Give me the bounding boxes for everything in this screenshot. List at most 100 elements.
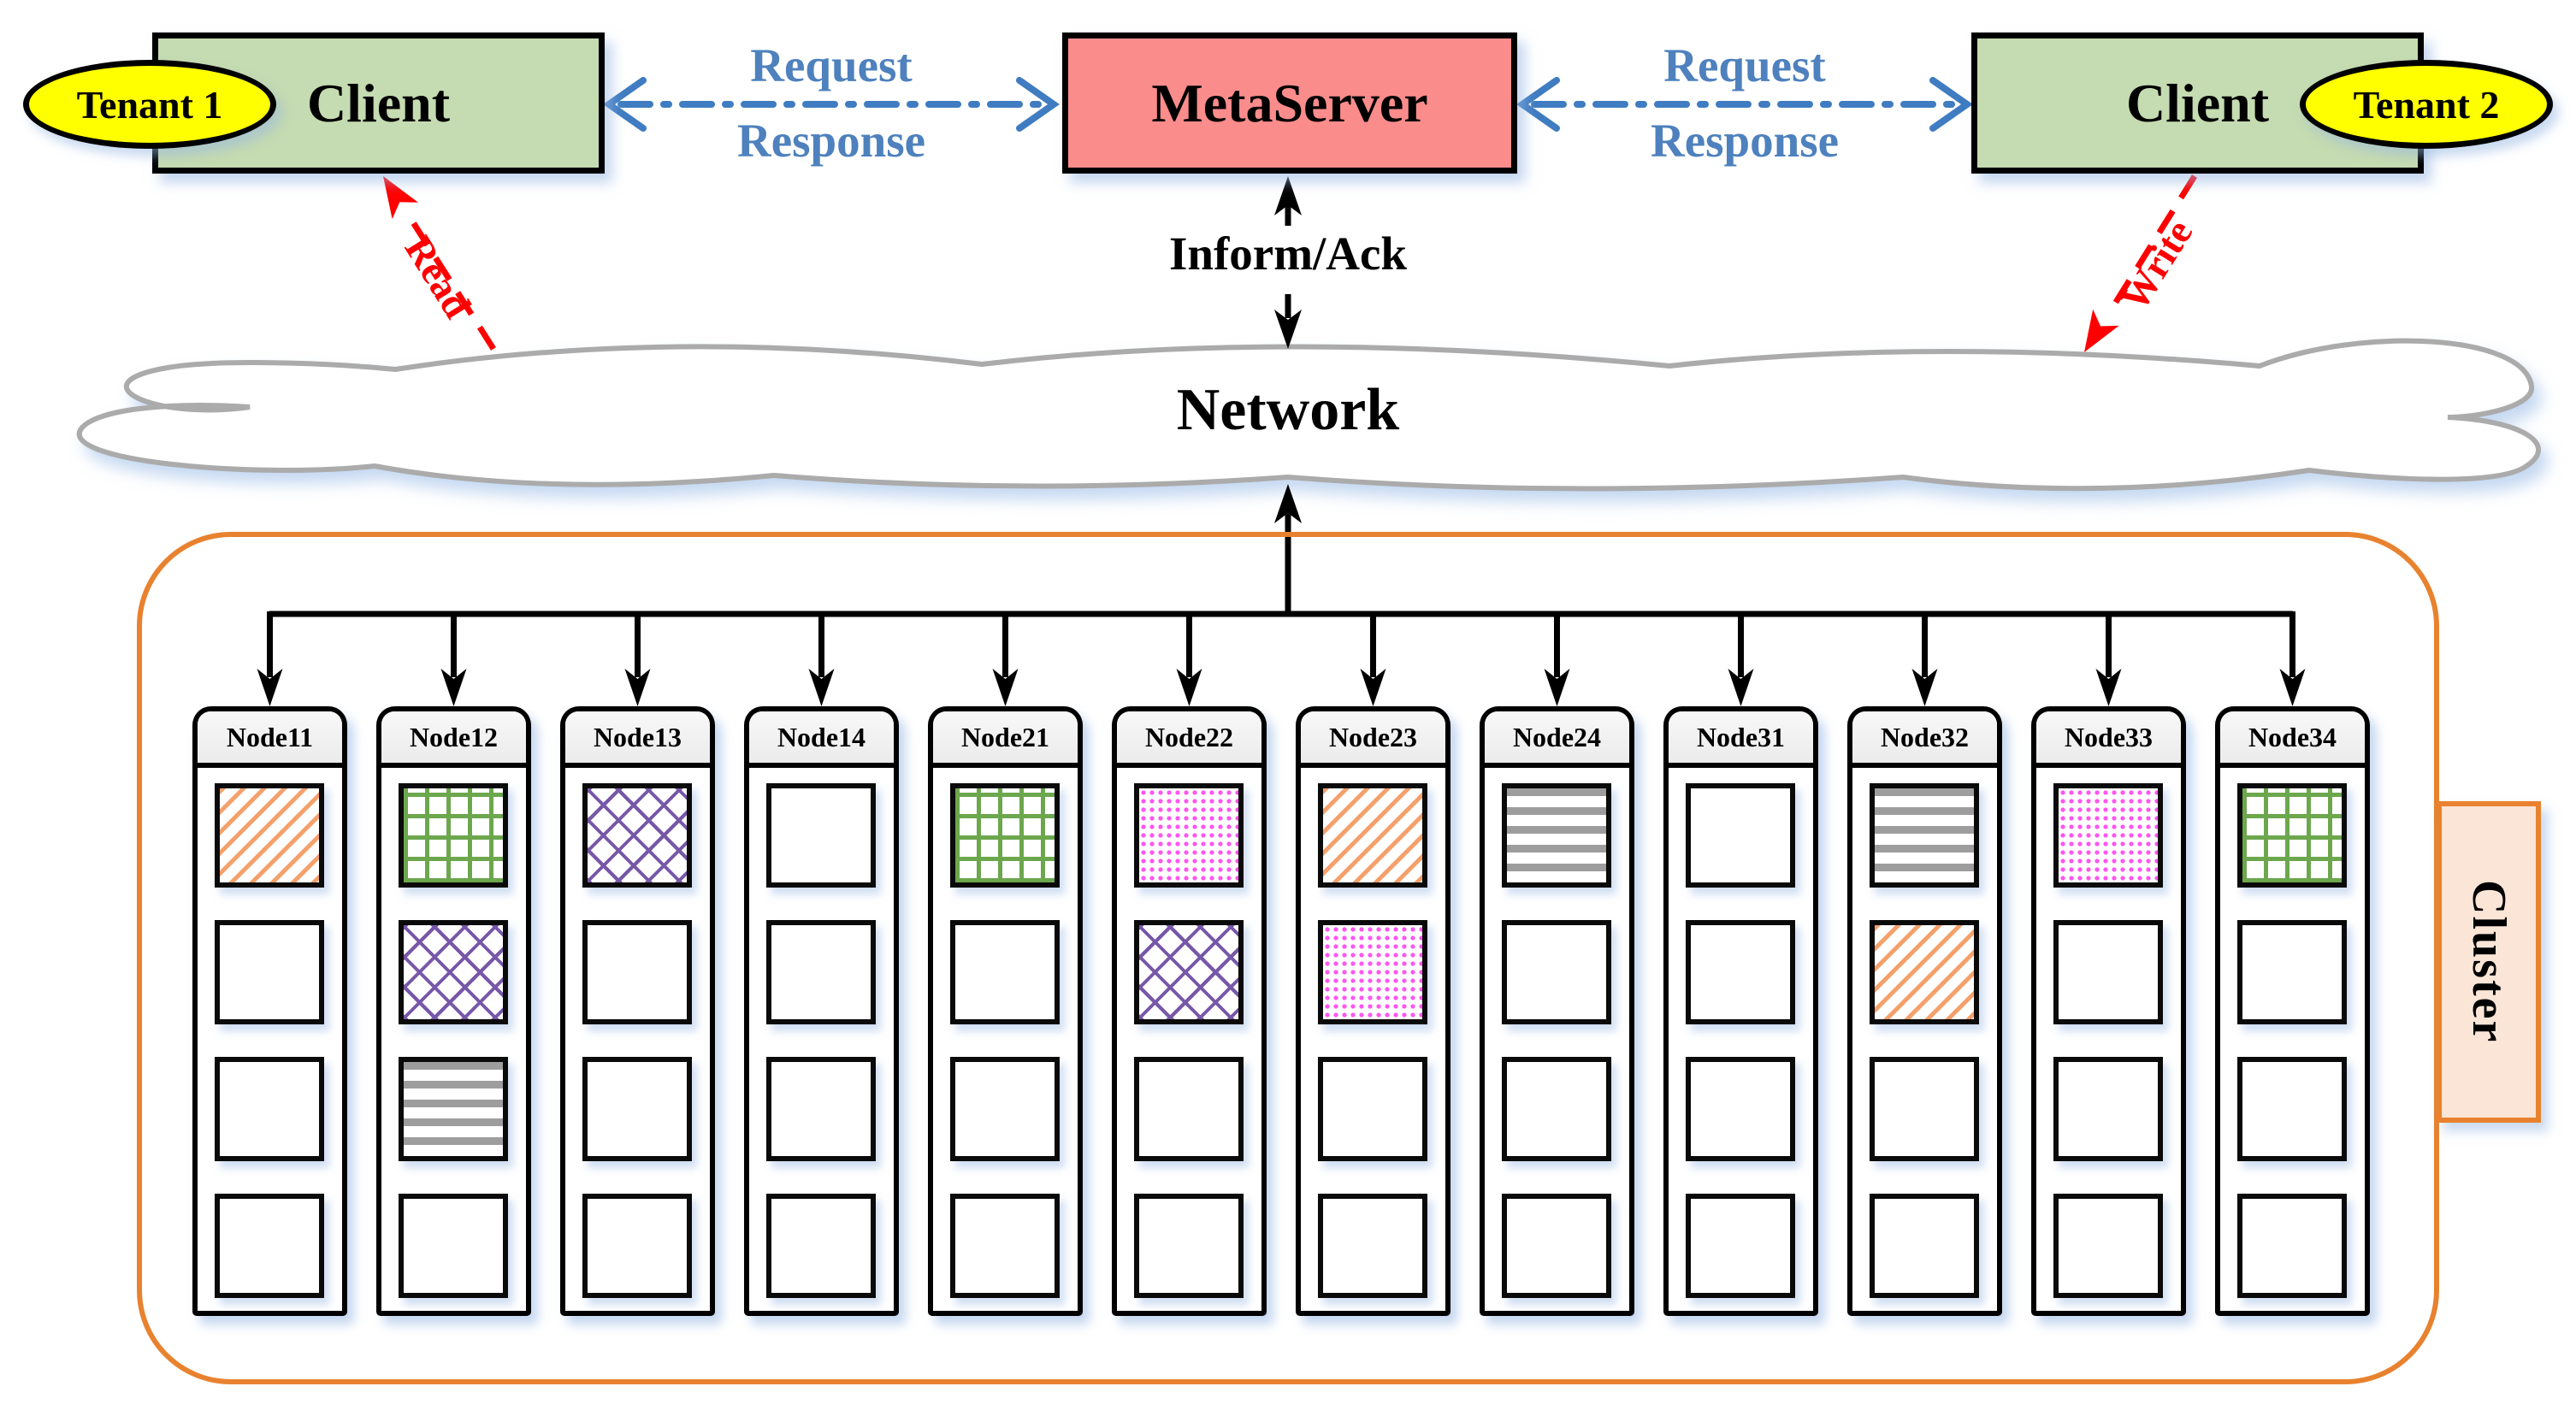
node-drop-arrowhead bbox=[808, 669, 835, 706]
data-block-orange-diagonal-stripes bbox=[215, 783, 324, 888]
data-block-gray-horizontal-stripes bbox=[1870, 783, 1979, 888]
node-label: Node12 bbox=[381, 711, 526, 768]
request-label-left: Request bbox=[750, 39, 913, 91]
node-label: Node11 bbox=[198, 711, 342, 768]
tenant1-ellipse: Tenant 1 bbox=[23, 60, 276, 149]
node-column: Node23 bbox=[1296, 706, 1450, 1316]
empty-slot bbox=[1502, 1194, 1611, 1298]
node-label: Node32 bbox=[1852, 711, 1997, 768]
node-label: Node34 bbox=[2220, 711, 2365, 768]
network-label: Network bbox=[1176, 377, 1400, 443]
node-column: Node13 bbox=[560, 706, 715, 1316]
request-response-arrow-left bbox=[603, 77, 1060, 132]
data-block-green-grid bbox=[399, 783, 508, 888]
tenant1-label: Tenant 1 bbox=[76, 82, 223, 127]
node-column: Node34 bbox=[2215, 706, 2370, 1316]
empty-slot bbox=[2237, 1194, 2347, 1298]
empty-slot bbox=[399, 1194, 508, 1298]
node-drop-arrowhead bbox=[1176, 669, 1202, 706]
node-drop-arrowhead bbox=[2279, 669, 2306, 706]
data-block-green-grid bbox=[950, 783, 1060, 888]
empty-slot bbox=[1686, 1194, 1795, 1298]
empty-slot bbox=[766, 783, 876, 888]
node-column: Node11 bbox=[192, 706, 347, 1316]
empty-slot bbox=[2053, 1057, 2163, 1161]
node-label: Node33 bbox=[2036, 711, 2181, 768]
node-drop-arrowhead bbox=[257, 669, 283, 706]
empty-slot bbox=[2053, 920, 2163, 1024]
empty-slot bbox=[1318, 1194, 1427, 1298]
empty-slot bbox=[1502, 920, 1611, 1024]
data-block-magenta-dots bbox=[1134, 783, 1244, 888]
empty-slot bbox=[1870, 1057, 1979, 1161]
node-drop-arrowhead bbox=[992, 669, 1019, 706]
data-block-purple-diamond-lattice bbox=[1134, 920, 1244, 1024]
node-column: Node12 bbox=[376, 706, 531, 1316]
node-label: Node23 bbox=[1301, 711, 1445, 768]
node-drop-arrowhead bbox=[2095, 669, 2122, 706]
empty-slot bbox=[215, 920, 324, 1024]
cluster-label-tab: Cluster bbox=[2437, 801, 2541, 1123]
node-column: Node14 bbox=[744, 706, 899, 1316]
empty-slot bbox=[1686, 1057, 1795, 1161]
node-drop-arrowhead bbox=[1360, 669, 1386, 706]
write-arrow bbox=[2084, 174, 2197, 352]
node-column: Node24 bbox=[1480, 706, 1634, 1316]
empty-slot bbox=[2237, 1057, 2347, 1161]
empty-slot bbox=[1134, 1057, 1244, 1161]
node-label: Node24 bbox=[1485, 711, 1629, 768]
node-column: Node22 bbox=[1112, 706, 1267, 1316]
empty-slot bbox=[766, 1194, 876, 1298]
node-label: Node14 bbox=[749, 711, 894, 768]
node-drop-arrowhead bbox=[1544, 669, 1570, 706]
node-label: Node13 bbox=[565, 711, 710, 768]
node-label: Node31 bbox=[1669, 711, 1813, 768]
empty-slot bbox=[215, 1057, 324, 1161]
cluster-label: Cluster bbox=[2462, 880, 2515, 1044]
data-block-magenta-dots bbox=[1318, 920, 1427, 1024]
inform-ack-arrows bbox=[1274, 176, 1302, 349]
cluster-distribution-tree bbox=[257, 484, 2306, 706]
data-block-purple-diamond-lattice bbox=[399, 920, 508, 1024]
metaserver-box: MetaServer bbox=[1062, 32, 1517, 174]
data-block-orange-diagonal-stripes bbox=[1870, 920, 1979, 1024]
node-column: Node33 bbox=[2031, 706, 2186, 1316]
network-cloud-shape bbox=[76, 338, 2541, 492]
node-drop-arrowhead bbox=[440, 669, 467, 706]
response-label-left: Response bbox=[736, 115, 926, 167]
data-block-magenta-dots bbox=[2053, 783, 2163, 888]
empty-slot bbox=[1686, 783, 1795, 888]
request-response-arrow-right bbox=[1516, 77, 1973, 132]
node-label: Node21 bbox=[933, 711, 1078, 768]
empty-slot bbox=[1134, 1194, 1244, 1298]
empty-slot bbox=[582, 1194, 692, 1298]
node-column: Node32 bbox=[1847, 706, 2002, 1316]
node-column: Node21 bbox=[928, 706, 1083, 1316]
empty-slot bbox=[950, 920, 1060, 1024]
data-block-green-grid bbox=[2237, 783, 2347, 888]
empty-slot bbox=[766, 1057, 876, 1161]
client-right-label: Client bbox=[2125, 72, 2270, 133]
empty-slot bbox=[1686, 920, 1795, 1024]
response-label-right: Response bbox=[1650, 115, 1840, 167]
node-drop-arrowhead bbox=[1728, 669, 1754, 706]
request-label-right: Request bbox=[1663, 39, 1826, 91]
node-drop-arrowhead bbox=[624, 669, 651, 706]
data-block-gray-horizontal-stripes bbox=[399, 1057, 508, 1161]
empty-slot bbox=[2053, 1194, 2163, 1298]
tenant2-ellipse: Tenant 2 bbox=[2300, 60, 2553, 149]
data-block-purple-diamond-lattice bbox=[582, 783, 692, 888]
empty-slot bbox=[766, 920, 876, 1024]
tenant2-label: Tenant 2 bbox=[2353, 82, 2500, 127]
empty-slot bbox=[950, 1057, 1060, 1161]
empty-slot bbox=[582, 920, 692, 1024]
client-left-label: Client bbox=[306, 72, 451, 133]
node-column: Node31 bbox=[1663, 706, 1818, 1316]
read-arrow bbox=[383, 176, 496, 351]
empty-slot bbox=[2237, 920, 2347, 1024]
data-block-orange-diagonal-stripes bbox=[1318, 783, 1427, 888]
node-drop-arrowhead bbox=[1911, 669, 1938, 706]
metaserver-label: MetaServer bbox=[1151, 72, 1428, 133]
empty-slot bbox=[582, 1057, 692, 1161]
